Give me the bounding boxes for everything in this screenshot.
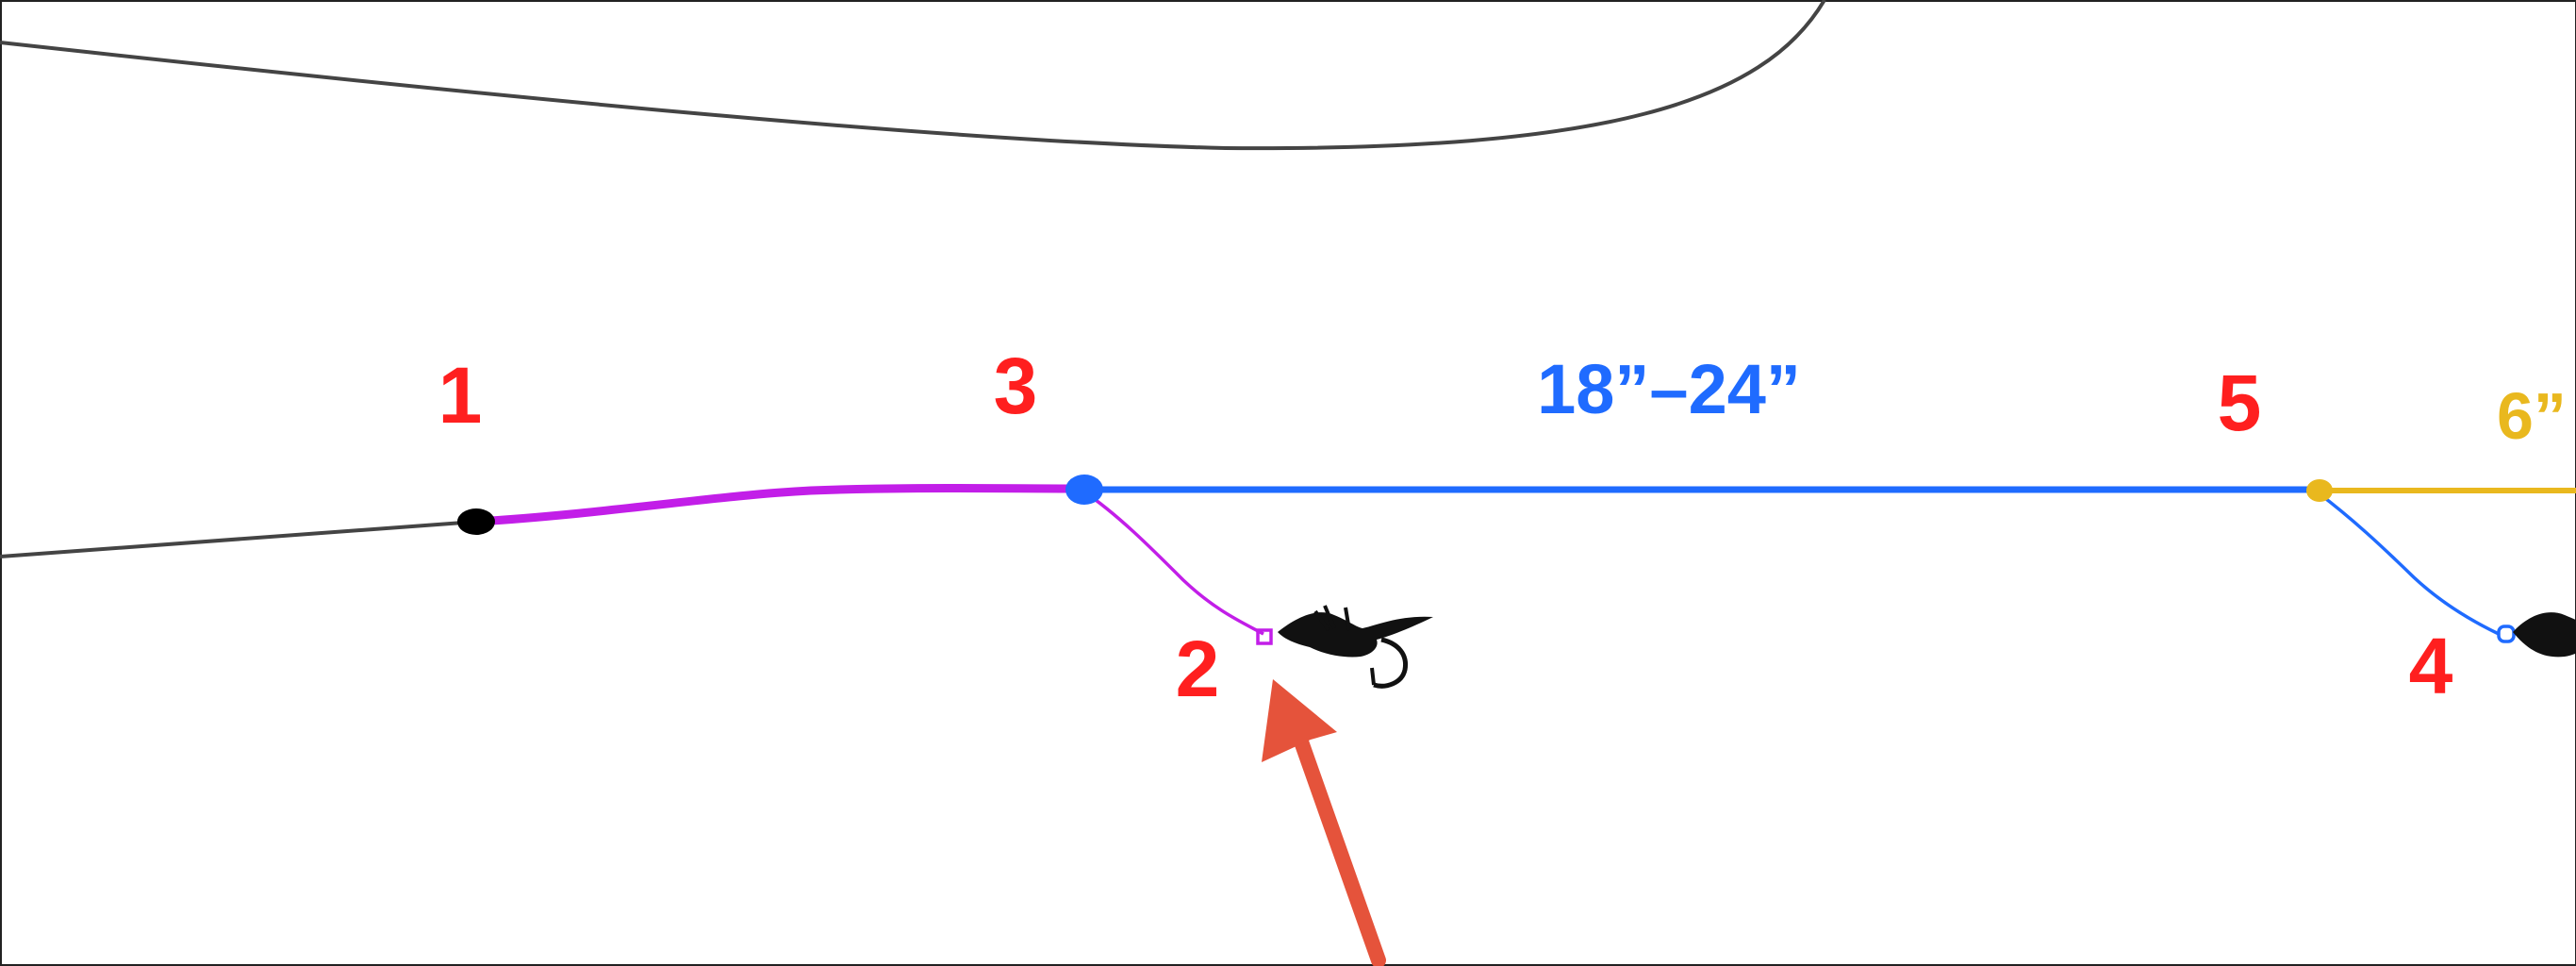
- label-point-5: 5: [2218, 358, 2262, 447]
- yellow-knot: [2306, 479, 2333, 502]
- label-point-1: 1: [438, 351, 483, 440]
- magenta-leader: [471, 484, 1087, 526]
- arrow-icon: [1262, 679, 1386, 966]
- label-yellow-length: 6”: [2497, 379, 2567, 453]
- fly-line-top-curve: [0, 0, 1826, 151]
- black-knot: [457, 508, 495, 535]
- fly-icon: [2513, 612, 2576, 658]
- fly-line-main: [0, 520, 477, 558]
- magenta-hook-eye: [1256, 628, 1273, 645]
- magenta-dropper: [1082, 489, 1264, 636]
- fly-icon: [1278, 605, 1433, 689]
- blue-hook-eye: [2497, 625, 2516, 643]
- blue-dropper: [2316, 491, 2500, 636]
- blue-knot: [1065, 475, 1103, 505]
- label-point-4: 4: [2409, 622, 2453, 710]
- label-point-3: 3: [994, 341, 1038, 430]
- label-point-2: 2: [1176, 625, 1220, 713]
- label-blue-length: 18”–24”: [1537, 350, 1801, 428]
